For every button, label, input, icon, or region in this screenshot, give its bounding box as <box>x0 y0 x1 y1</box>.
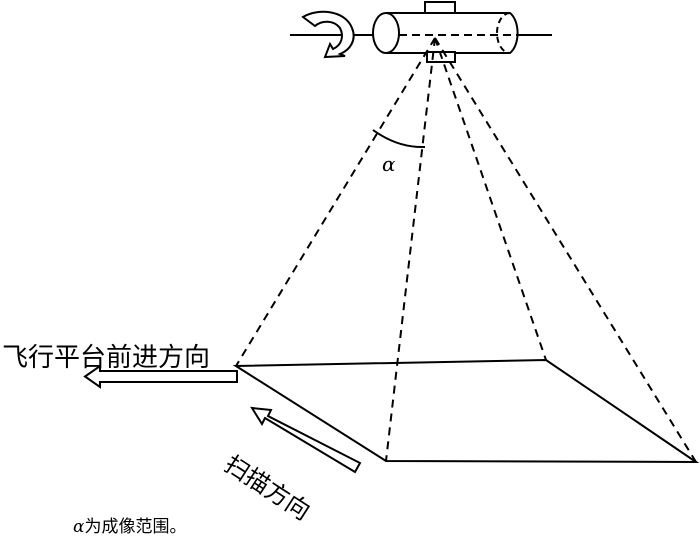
ray-front-left <box>235 37 436 367</box>
flight-direction-label: 飞行平台前进方向 <box>2 343 211 373</box>
cylinder-body <box>386 12 519 54</box>
caption: α为成像范围。 <box>73 512 186 537</box>
scan-direction-arrow <box>250 406 362 474</box>
rotation-arrow-icon <box>301 10 355 59</box>
ray-front-right <box>434 37 547 361</box>
ground-footprint <box>232 358 700 464</box>
field-of-view-rays <box>235 37 697 463</box>
angle-arc <box>372 129 426 149</box>
caption-text: 为成像范围。 <box>84 517 187 537</box>
ray-back-left <box>385 37 436 462</box>
flight-direction-arrow <box>83 364 238 389</box>
cylinder-back-face <box>496 12 511 54</box>
caption-symbol: α <box>73 517 85 537</box>
angle-alpha-label: α <box>382 152 396 176</box>
ray-back-right <box>434 37 697 463</box>
cylinder-front-face <box>372 12 400 54</box>
